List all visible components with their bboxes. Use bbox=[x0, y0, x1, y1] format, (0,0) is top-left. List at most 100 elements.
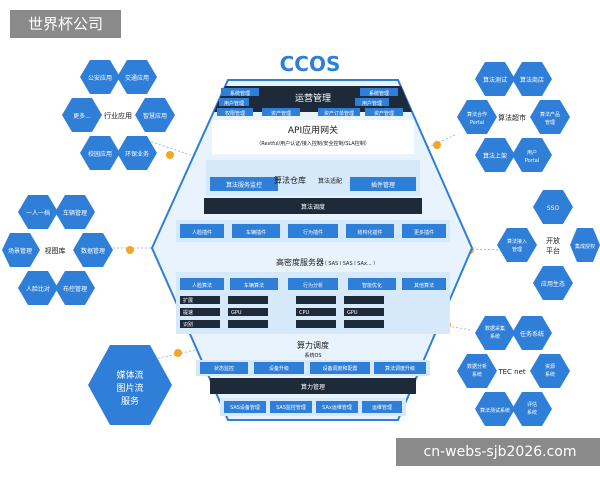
media-hexagon bbox=[88, 345, 172, 425]
industry-item: 交通应用 bbox=[125, 74, 149, 82]
industry-item: 环保业务 bbox=[125, 150, 149, 158]
plugin-mgmt-label: 插件管理 bbox=[371, 181, 395, 189]
tecnet-center: TEC net bbox=[497, 368, 526, 376]
ops-cell-label: 用户管理 bbox=[362, 100, 382, 107]
plugin-cell bbox=[346, 224, 394, 238]
hex-cell bbox=[18, 271, 58, 305]
open-item: 管理 bbox=[512, 246, 522, 253]
compute-cell bbox=[200, 362, 248, 374]
compute-cells: 状态监控 设备升级 设备调度和配置 算法调度升级 bbox=[200, 362, 426, 374]
industry-item: 校园应用 bbox=[88, 150, 112, 158]
compute-cell-label: 设备升级 bbox=[269, 365, 289, 372]
view-item: 人脸比对 bbox=[26, 285, 50, 293]
bottom-cell-label: 运维管理 bbox=[372, 404, 392, 411]
compute-title: 算力调度 bbox=[297, 340, 329, 350]
algo-scheduling-label: 算法调度 bbox=[301, 203, 325, 211]
market-cluster: 算法测试 算法商店 算法合作 Portal 算法超市 算法产品 管理 算法上架 … bbox=[457, 62, 570, 172]
hex-cell bbox=[512, 392, 552, 426]
hex-cell bbox=[117, 60, 157, 94]
industry-item: 更多... bbox=[73, 112, 91, 120]
connector-dot bbox=[433, 141, 441, 149]
market-item: 算法测试 bbox=[483, 76, 507, 84]
ops-cell bbox=[318, 108, 360, 116]
hex-cell bbox=[475, 138, 515, 172]
api-gateway-layer bbox=[212, 120, 414, 154]
hex-cell bbox=[2, 233, 40, 267]
hex-cell bbox=[80, 60, 120, 94]
hd-algo-cell bbox=[230, 278, 278, 290]
media-center-line: 图片流 bbox=[116, 382, 143, 394]
ops-cell bbox=[217, 108, 253, 116]
hex-cell bbox=[80, 136, 120, 170]
bottom-cell bbox=[224, 401, 266, 413]
market-item: 算法合作 bbox=[467, 111, 487, 118]
hex-cell bbox=[512, 316, 552, 350]
hd-chip-label: GPU bbox=[231, 310, 242, 316]
hex-cell bbox=[533, 266, 573, 300]
hd-chip-grid: 扩展 提速 识别 GPU CPU GPU bbox=[180, 296, 384, 328]
plugin-cell bbox=[180, 224, 224, 238]
hd-chip bbox=[344, 320, 384, 328]
bottom-cell bbox=[270, 401, 312, 413]
industry-center: 行业应用 bbox=[104, 111, 132, 120]
market-item: Portal bbox=[525, 158, 539, 164]
compute-cell bbox=[374, 362, 426, 374]
market-item: 管理 bbox=[545, 119, 555, 126]
hd-chip bbox=[296, 296, 336, 304]
hex-cell bbox=[18, 195, 58, 229]
hd-chip-label: CPU bbox=[299, 310, 310, 316]
view-item: 车辆管理 bbox=[63, 209, 87, 217]
market-item: Portal bbox=[470, 120, 484, 126]
hex-cell bbox=[530, 100, 570, 134]
view-center: 视图库 bbox=[45, 246, 66, 255]
hex-cell bbox=[570, 228, 600, 262]
view-item: 一人一档 bbox=[26, 209, 50, 217]
hex-cell bbox=[475, 392, 515, 426]
hd-algo-label: 人脸算法 bbox=[192, 282, 212, 289]
hd-algo-cell bbox=[348, 278, 396, 290]
hd-chip bbox=[180, 296, 220, 304]
compute-cell-label: 设备调度和配置 bbox=[322, 365, 357, 372]
bottom-cells: SAS设备管理 SAS监控管理 SAx运维管理 运维管理 bbox=[224, 401, 402, 413]
view-item: 场景管理 bbox=[8, 247, 32, 255]
industry-cluster: 公安应用 交通应用 更多... 行业应用 智慧应用 校园应用 环保业务 bbox=[62, 60, 175, 170]
hd-chip bbox=[344, 308, 384, 316]
plugin-label: 人脸插件 bbox=[192, 229, 212, 236]
watermark-top: 世界杯公司 bbox=[10, 10, 121, 38]
market-item: 用户 bbox=[527, 149, 537, 156]
bottom-cell bbox=[316, 401, 358, 413]
tecnet-item: 资源 bbox=[545, 363, 555, 370]
connector-dot bbox=[126, 246, 134, 254]
open-cluster: SSO 算法接入 管理 开放 平台 集成授权 应用生态 bbox=[497, 190, 600, 300]
hd-algo-cells: 人脸算法 车辆算法 行为分析 智能优化 其他算法 bbox=[180, 278, 446, 290]
hd-server-title: 高密度服务器 bbox=[276, 257, 324, 267]
hd-chip bbox=[344, 296, 384, 304]
open-item: 算法接入 bbox=[507, 238, 527, 245]
bottom-cell bbox=[362, 401, 402, 413]
ops-cell-label: 权限管理 bbox=[225, 110, 245, 117]
plugin-cell bbox=[288, 224, 338, 238]
compute-cell-label: 状态监控 bbox=[214, 365, 234, 372]
tecnet-item: 任务系统 bbox=[520, 330, 544, 338]
algo-monitor-box bbox=[210, 177, 278, 191]
plugin-cells: 人脸插件 车辆插件 行为插件 结构化插件 更多插件 bbox=[180, 224, 446, 238]
media-center-line: 媒体流 bbox=[116, 369, 143, 381]
view-cluster: 一人一档 车辆管理 场景管理 视图库 数据管理 人脸比对 布控管理 bbox=[2, 195, 113, 305]
tecnet-item: 数据采集 bbox=[485, 325, 505, 332]
ops-cell bbox=[262, 108, 300, 116]
ops-cell-label: 资产管理 bbox=[374, 110, 394, 117]
hd-algo-cell bbox=[288, 278, 338, 290]
industry-item: 公安应用 bbox=[88, 74, 112, 82]
hd-chip-label: GPU bbox=[347, 310, 358, 316]
ops-cell bbox=[360, 88, 398, 96]
tecnet-item: 系统 bbox=[527, 409, 537, 416]
hd-chip-label: 识别 bbox=[183, 321, 193, 328]
hex-cell bbox=[117, 136, 157, 170]
plugin-mgmt-box bbox=[350, 177, 416, 191]
hex-cell bbox=[512, 138, 552, 172]
hd-chip bbox=[228, 308, 268, 316]
ops-cell-label: 用户管理 bbox=[224, 100, 244, 107]
ops-cell bbox=[365, 108, 403, 116]
hex-cell bbox=[475, 316, 515, 350]
hd-algo-cell bbox=[180, 278, 224, 290]
